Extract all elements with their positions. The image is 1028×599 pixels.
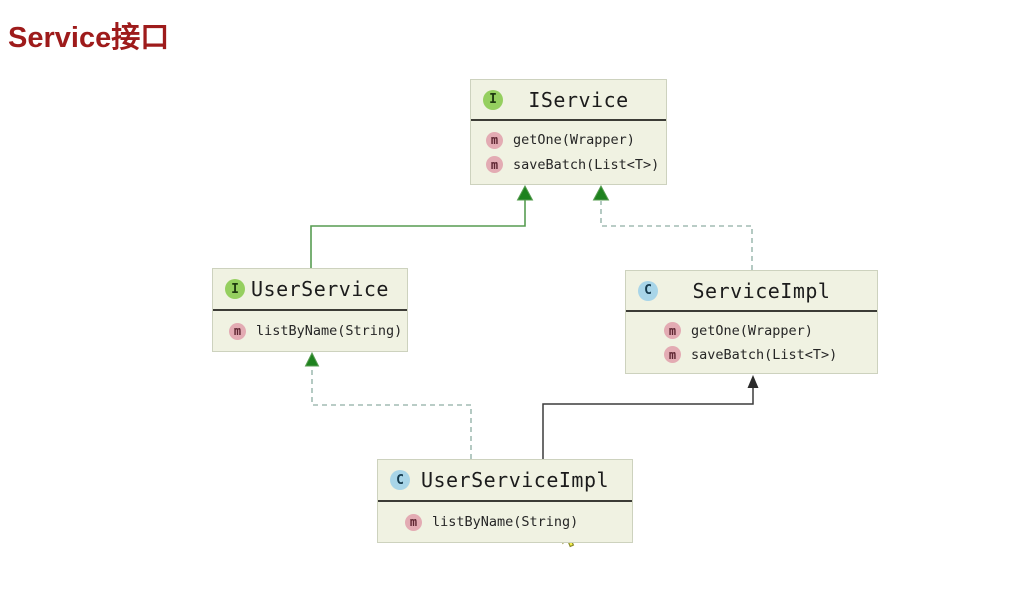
- class-name: UserServiceImpl: [420, 468, 610, 492]
- node-method-list: m listByName(String): [378, 502, 632, 542]
- class-name: UserService: [251, 277, 389, 301]
- method-badge-icon: m: [486, 156, 503, 174]
- class-name: ServiceImpl: [692, 278, 831, 303]
- method-signature: getOne(Wrapper): [691, 322, 813, 339]
- extends-arrowhead-icon: [747, 375, 759, 388]
- method-signature: getOne(Wrapper): [513, 132, 635, 149]
- method-row[interactable]: m listByName(String): [213, 322, 407, 340]
- class-badge-icon: C: [638, 280, 658, 301]
- method-signature: listByName(String): [256, 323, 403, 339]
- realization-arrowhead-icon: [304, 351, 320, 367]
- node-method-list: m listByName(String): [213, 311, 407, 351]
- class-name: IService: [528, 87, 629, 112]
- interface-badge-icon: I: [483, 89, 503, 110]
- method-row[interactable]: m saveBatch(List<T>): [626, 346, 877, 363]
- class-node-userserviceimpl[interactable]: C UserServiceImpl m listByName(String): [377, 459, 633, 543]
- interface-badge-icon: I: [225, 279, 245, 299]
- realization-arrowhead-icon: [592, 184, 610, 201]
- method-row[interactable]: m getOne(Wrapper): [471, 131, 666, 149]
- method-badge-icon: m: [405, 513, 422, 531]
- generalization-arrowhead-icon: [516, 184, 534, 201]
- method-signature: saveBatch(List<T>): [691, 346, 838, 363]
- class-node-serviceimpl[interactable]: C ServiceImpl m getOne(Wrapper) m saveBa…: [625, 270, 878, 374]
- method-row[interactable]: m getOne(Wrapper): [626, 322, 877, 339]
- page-title: Service接口: [8, 22, 170, 54]
- method-badge-icon: m: [486, 131, 503, 149]
- method-badge-icon: m: [664, 346, 681, 363]
- node-header: I IService: [471, 80, 666, 121]
- node-header: C UserServiceImpl: [378, 460, 632, 502]
- method-row[interactable]: m listByName(String): [378, 513, 632, 531]
- class-node-iservice[interactable]: I IService m getOne(Wrapper) m saveBatch…: [470, 79, 667, 185]
- edge-userservice-extends-iservice: [310, 184, 534, 268]
- edge-userserviceimpl-extends-serviceimpl: [542, 375, 759, 459]
- class-node-userservice[interactable]: I UserService m listByName(String): [212, 268, 408, 352]
- method-row[interactable]: m saveBatch(List<T>): [471, 156, 666, 174]
- node-method-list: m getOne(Wrapper) m saveBatch(List<T>): [471, 121, 666, 184]
- node-header: C ServiceImpl: [626, 271, 877, 312]
- method-signature: saveBatch(List<T>): [513, 156, 660, 173]
- node-method-list: m getOne(Wrapper) m saveBatch(List<T>): [626, 312, 877, 373]
- node-header: I UserService: [213, 269, 407, 311]
- method-badge-icon: m: [229, 322, 246, 340]
- method-signature: listByName(String): [432, 514, 579, 530]
- edge-userserviceimpl-implements-userservice: [304, 351, 472, 459]
- method-badge-icon: m: [664, 322, 681, 339]
- class-badge-icon: C: [390, 470, 410, 490]
- edge-serviceimpl-implements-iservice: [592, 184, 753, 270]
